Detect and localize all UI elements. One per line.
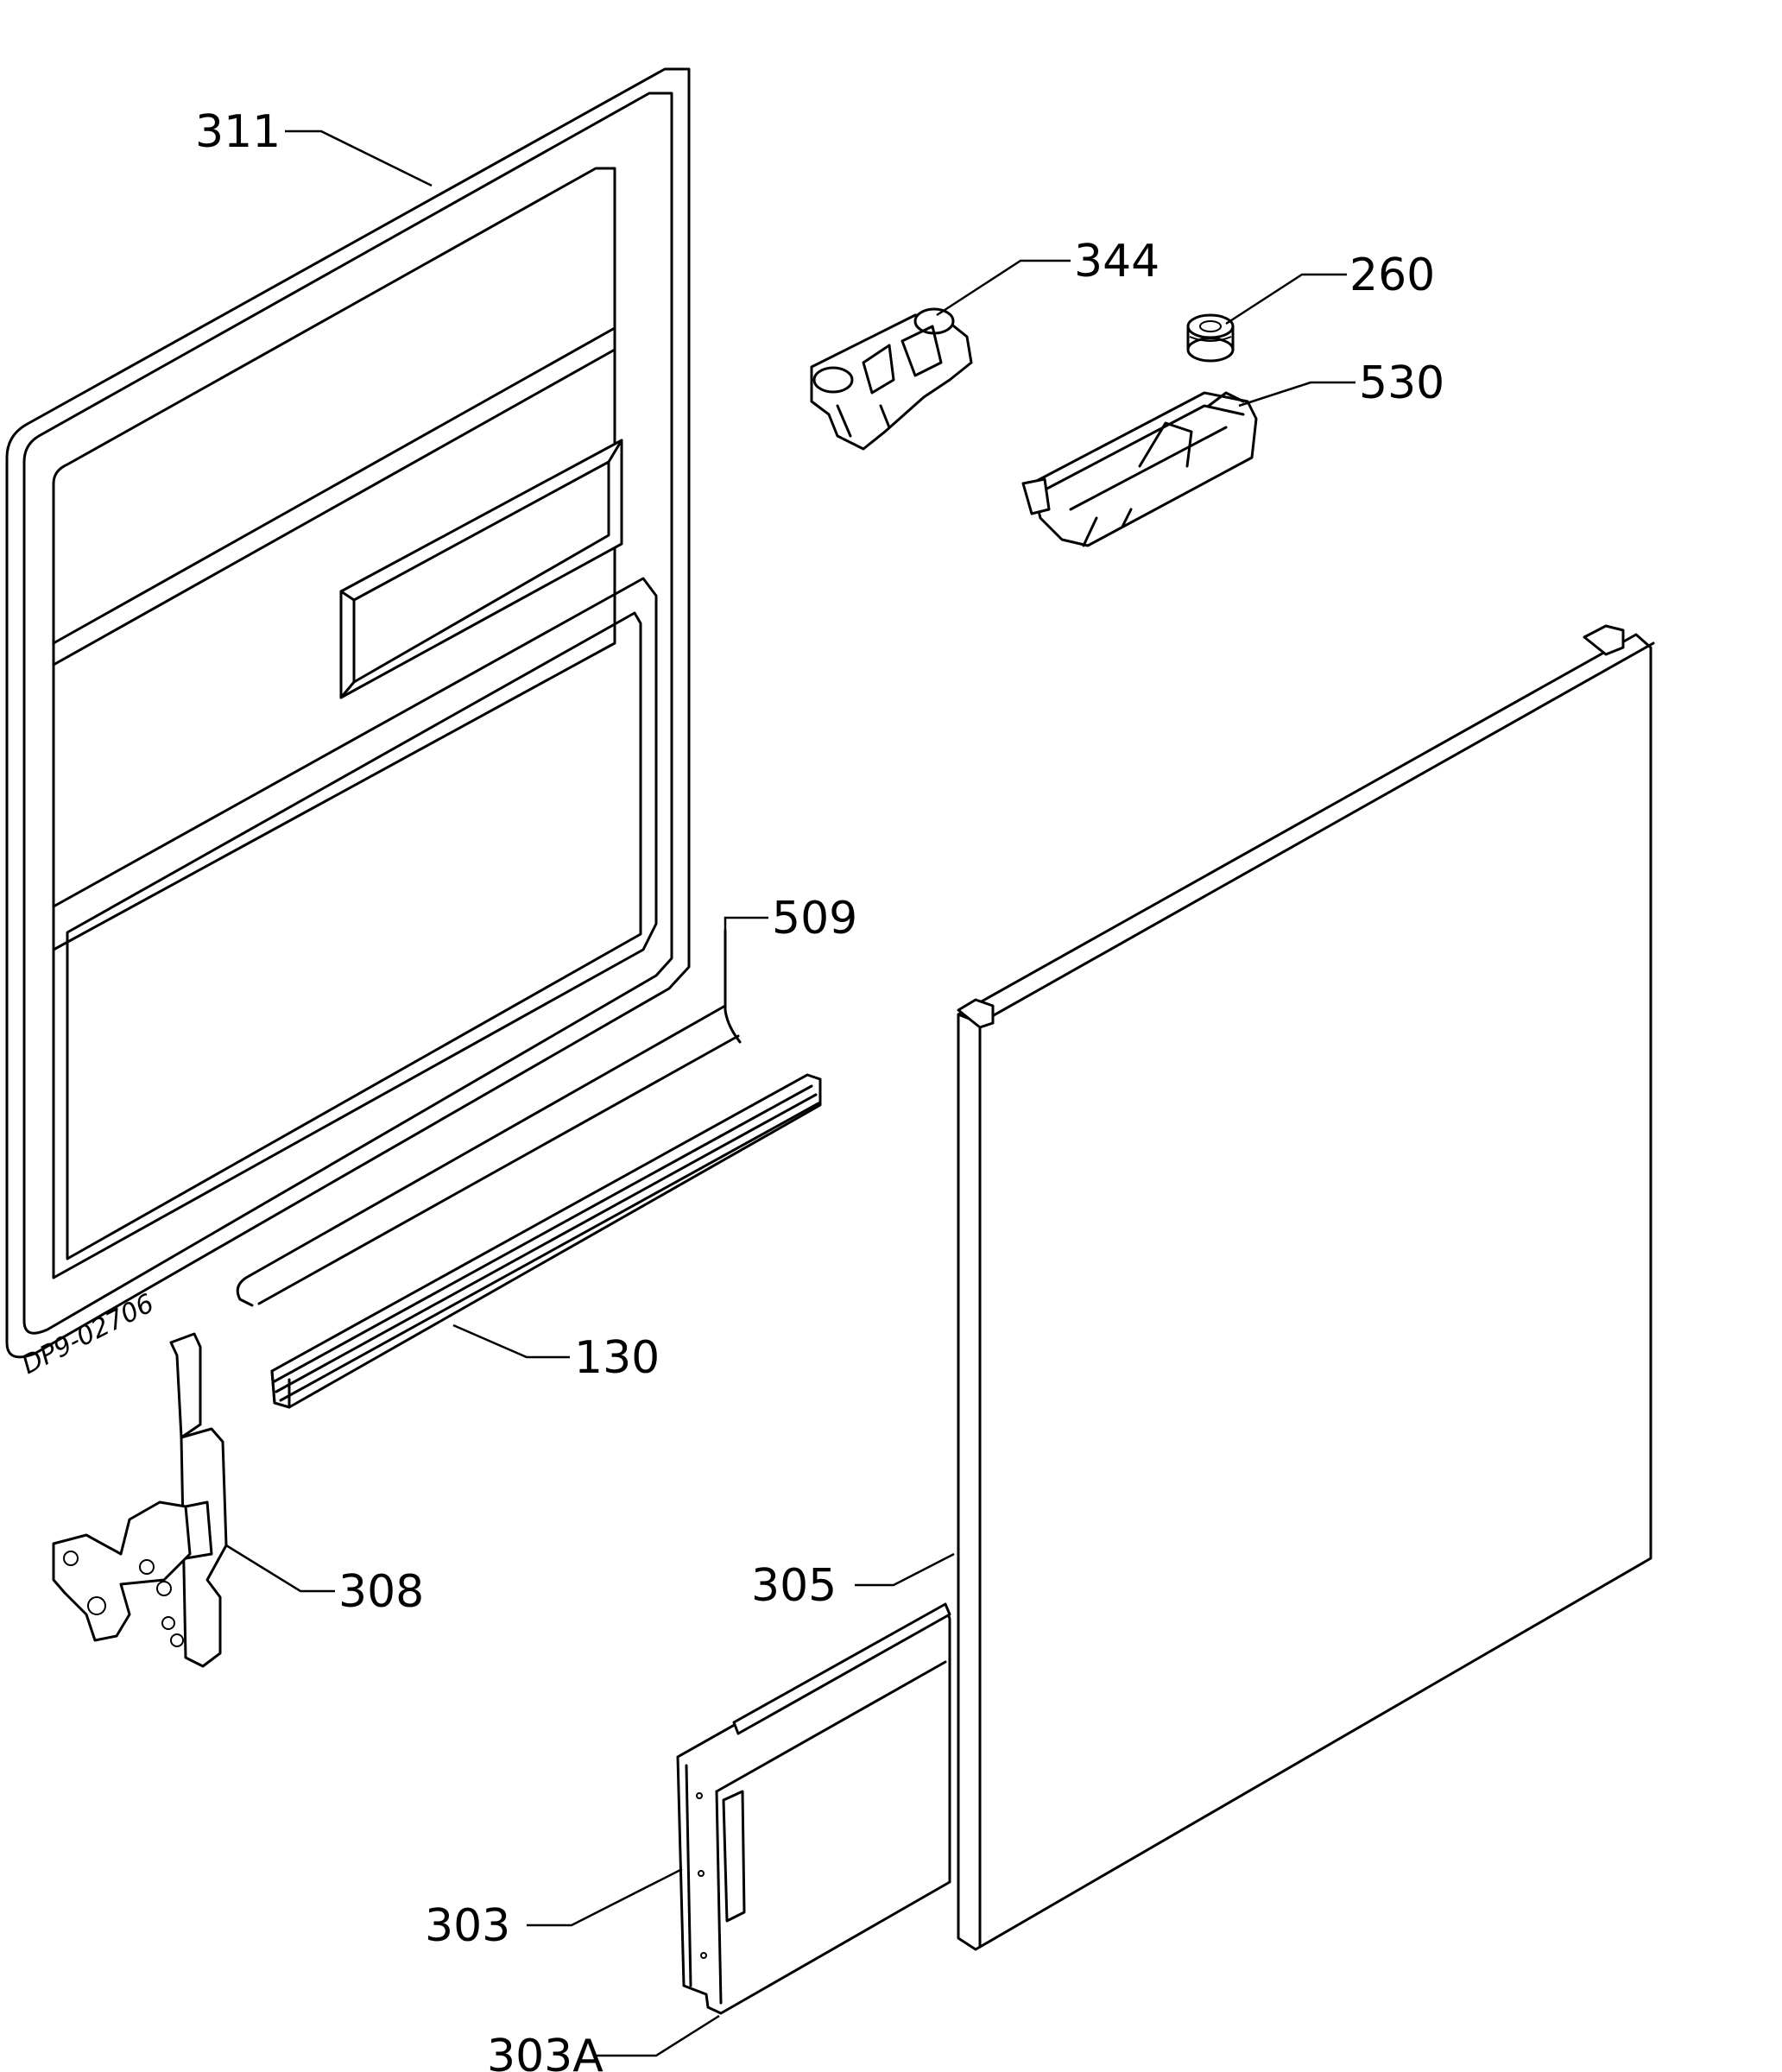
part-344-latch [810, 307, 973, 451]
part-308-hinge [52, 1332, 228, 1668]
callout-130: 130 [574, 1332, 660, 1384]
callout-303: 303 [425, 1900, 510, 1952]
callout-303A: 303A [487, 2031, 603, 2072]
callout-308: 308 [338, 1566, 424, 1618]
callout-305: 305 [751, 1560, 837, 1612]
part-509-rod [236, 929, 742, 1307]
part-311-inner-door [5, 67, 691, 1359]
callout-344: 344 [1074, 236, 1160, 287]
part-130-seal-strip [270, 1073, 822, 1409]
callout-311: 311 [195, 106, 281, 158]
door-handle-recess [339, 439, 623, 699]
callout-labels: 311 344 260 530 509 130 308 305 303 303A [195, 106, 1444, 2072]
part-260-bushing [1186, 313, 1235, 363]
callout-530: 530 [1359, 357, 1444, 409]
part-303-kick-plate [676, 1602, 951, 2015]
leader-lines [225, 130, 1355, 2057]
callout-509: 509 [772, 893, 857, 944]
part-305-front-panel [957, 624, 1655, 1951]
part-530-lock-housing [1021, 391, 1258, 547]
callout-260: 260 [1349, 250, 1435, 301]
